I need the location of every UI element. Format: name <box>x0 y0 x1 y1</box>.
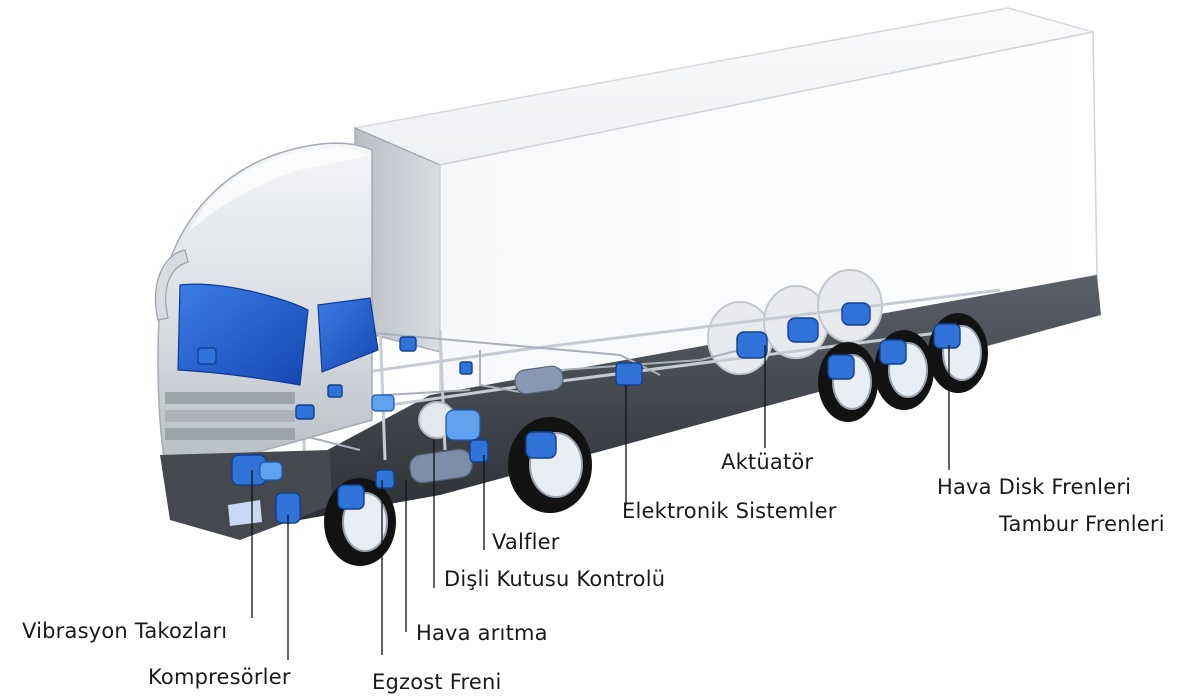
label-vibrasyon-takozlari: Vibrasyon Takozları <box>22 619 227 643</box>
label-disli-kutusu-kontrolu: Dişli Kutusu Kontrolü <box>444 567 665 591</box>
label-egzost-freni: Egzost Freni <box>372 670 502 694</box>
side-window <box>317 297 379 373</box>
label-tambur-frenleri: Tambur Frenleri <box>998 512 1165 536</box>
label-kompresorler: Kompresörler <box>148 665 291 689</box>
grille <box>165 392 295 440</box>
labels: Vibrasyon Takozları Kompresörler Egzost … <box>22 450 1165 694</box>
label-hava-disk-frenleri: Hava Disk Frenleri <box>937 475 1131 499</box>
blue-components <box>197 302 961 524</box>
label-valfler: Valfler <box>492 530 560 554</box>
label-hava-aritma: Hava arıtma <box>416 621 548 645</box>
mirror <box>154 249 189 321</box>
air-tank <box>514 365 564 395</box>
label-aktuator: Aktüatör <box>721 450 813 474</box>
label-elektronik-sistemler: Elektronik Sistemler <box>622 499 837 523</box>
leader-lines <box>251 345 950 660</box>
truck-illustration <box>154 7 1101 566</box>
